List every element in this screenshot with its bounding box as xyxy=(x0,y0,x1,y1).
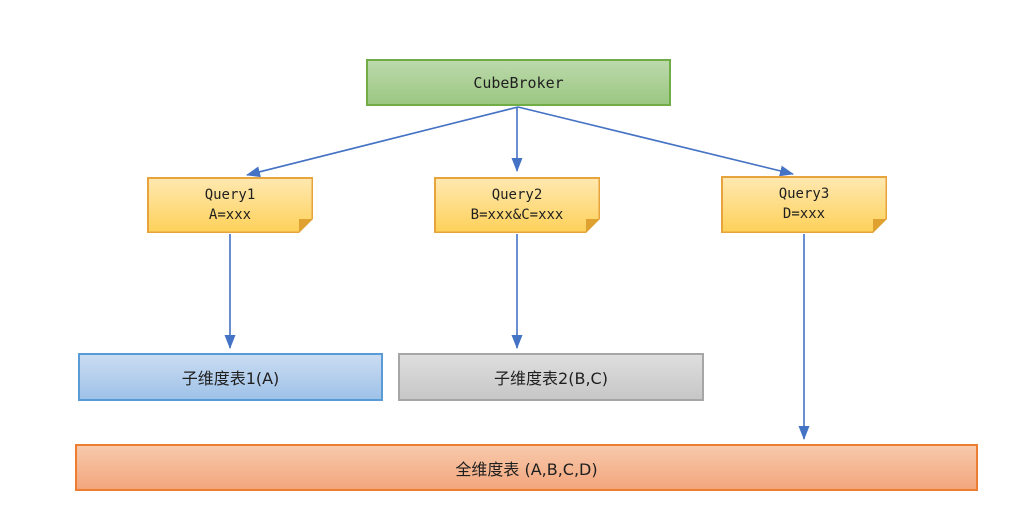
node-cubebroker-label: CubeBroker xyxy=(473,73,564,92)
node-subtable1-label: 子维度表1(A) xyxy=(181,369,280,388)
node-query2-body: Query2 B=xxx&C=xxx xyxy=(436,179,599,232)
node-query3-body: Query3 D=xxx xyxy=(723,178,886,232)
node-query3-title: Query3 xyxy=(778,186,830,203)
node-fulltable-label: 全维度表 (A,B,C,D) xyxy=(455,459,598,479)
node-query1: Query1 A=xxx xyxy=(147,177,313,233)
folded-corner-icon xyxy=(586,219,600,233)
node-query3-condition: D=xxx xyxy=(782,206,826,222)
arrow-cubebroker-to-query3 xyxy=(517,106,794,177)
node-query2: Query2 B=xxx&C=xxx xyxy=(434,177,600,233)
node-query2-title: Query2 xyxy=(491,186,543,203)
node-cubebroker: CubeBroker xyxy=(366,59,671,106)
node-query3: Query3 D=xxx xyxy=(721,176,887,233)
folded-corner-icon xyxy=(873,219,887,233)
node-query1-condition: A=xxx xyxy=(208,206,252,223)
node-fulltable: 全维度表 (A,B,C,D) xyxy=(75,444,978,491)
node-subtable2-label: 子维度表2(B,C) xyxy=(494,369,608,388)
arrow-cubebroker-to-query1 xyxy=(246,106,519,178)
node-subtable2: 子维度表2(B,C) xyxy=(398,353,704,401)
node-query2-condition: B=xxx&C=xxx xyxy=(470,206,564,223)
folded-corner-icon xyxy=(299,219,313,233)
node-query1-body: Query1 A=xxx xyxy=(149,179,312,232)
node-subtable1: 子维度表1(A) xyxy=(78,353,383,401)
node-query1-title: Query1 xyxy=(204,186,256,203)
